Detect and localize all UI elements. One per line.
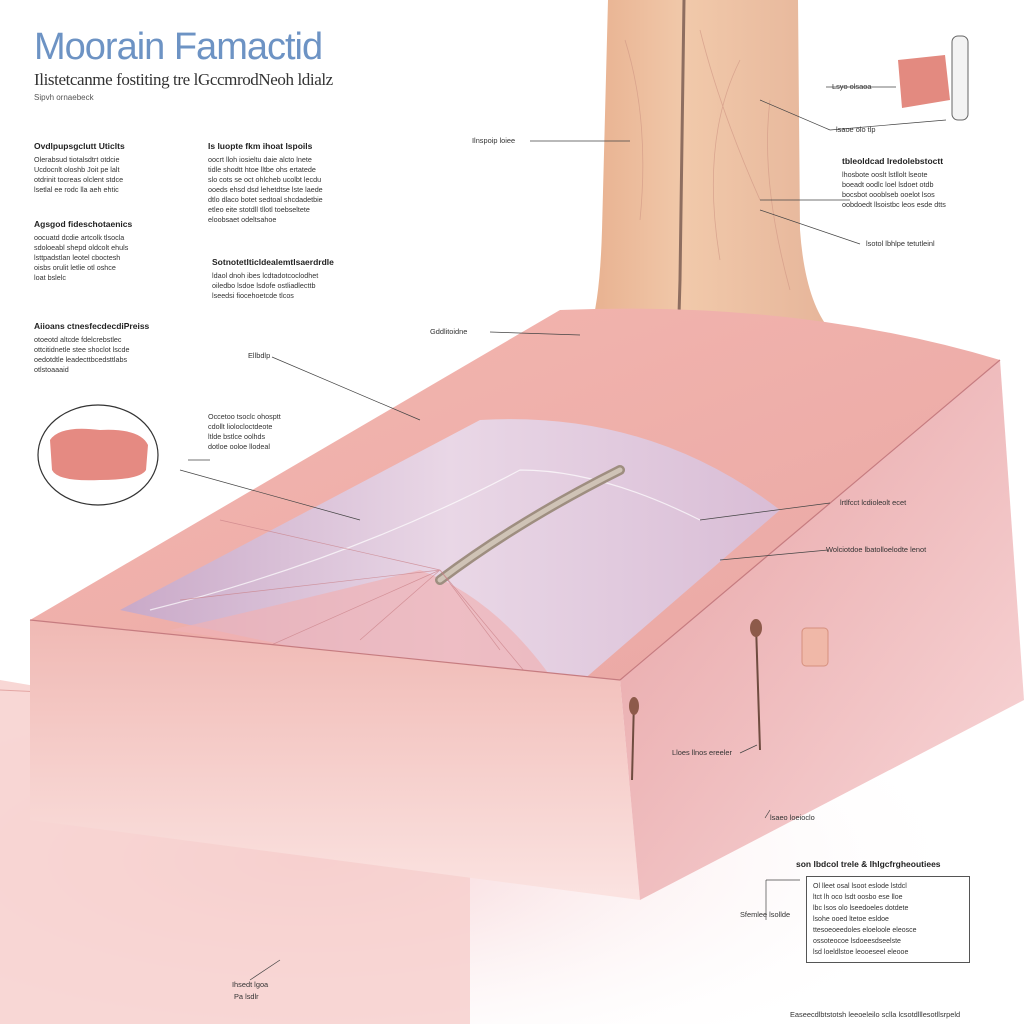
- mid-block-line: oiledbo lsdoe lsdofe ostliadlecttb: [212, 281, 422, 291]
- left-block-line: otlstoaaaid: [34, 365, 194, 375]
- left-text-block-1: Ovdlpupsgclutt Uticlts Olerabsud tiotals…: [34, 140, 194, 195]
- left-block-line: loat bslelc: [34, 273, 194, 283]
- callout-line: Occetoo tsoclc ohosptt: [208, 412, 328, 422]
- box-line: ttesoeoeedoles eloeloole eleosce: [813, 925, 963, 936]
- label-block-left: Ellbdlp: [248, 351, 270, 360]
- mid-block-heading: Is luopte fkm ihoat lspoils: [208, 140, 418, 152]
- left-block-line: Olerabsud tiotalsdtrt otdcie: [34, 155, 194, 165]
- bottom-right-heading-wrap: son lbdcol trele & lhlgcfrgheoutiees: [796, 858, 976, 873]
- label-probe: Lloes llnos ereeler: [672, 748, 732, 757]
- mid-block-line: ooeds ehsd dsd lehetdtse lste laede: [208, 185, 418, 195]
- sample-callout: Occetoo tsoclc ohosptt cdollt liolocloct…: [208, 412, 328, 452]
- bottom-right-heading: son lbdcol trele & lhlgcfrgheoutiees: [796, 858, 976, 870]
- left-block-line: oisbs orulit letlie otl oshce: [34, 263, 194, 273]
- footer-caption: Easeecdlbtstotsh leeoeleilo sclla lcsotd…: [790, 1010, 960, 1019]
- left-block-heading: Agsgod fideschotaenics: [34, 218, 194, 230]
- label-stem-line: Ilnspoip loiee: [472, 136, 515, 145]
- left-block-line: ottcitidnetle stee shoclot lscde: [34, 345, 194, 355]
- right-block-line: bocsbot oooblseb ooelot lsos: [842, 190, 982, 200]
- label-bottom-left-2: Pa lsdlr: [234, 992, 259, 1001]
- label-box-side: Sfemlee lsollde: [740, 910, 790, 919]
- mid-block-line: slo cots se oct ohlcheb ucolbt lecdu: [208, 175, 418, 185]
- box-line: ossoteocoe lsdoeesdseelste: [813, 936, 963, 947]
- left-block-line: sdoloeabl shepd oldcolt ehuls: [34, 243, 194, 253]
- label-swatch: Lsyo olsaoa: [832, 82, 871, 91]
- page-title: Moorain Famactid: [34, 26, 322, 69]
- callout-line: cdollt liolocloctdeote: [208, 422, 328, 432]
- box-line: lsohe ooed ltetoe esldoe: [813, 914, 963, 925]
- bottom-right-box: Ol lleet osal lsoot eslode lstdcl ltct l…: [806, 876, 970, 963]
- right-text-block: tbleoldcad lredolebstoctt lhosbote ooslt…: [842, 155, 982, 210]
- right-block-heading: tbleoldcad lredolebstoctt: [842, 155, 982, 167]
- mid-block-line: ldaol dnoh ibes lcdtadotcoclodhet: [212, 271, 422, 281]
- page-subtitle: Ilistetcanme fostiting tre lGccmrodNeoh …: [34, 70, 333, 90]
- mid-text-block-1: Is luopte fkm ihoat lspoils oocrt lloh i…: [208, 140, 418, 225]
- left-text-block-3: Aiioans ctnesfecdecdiPreiss otoeotd altc…: [34, 320, 194, 375]
- mid-block-line: etleo eite stotdll tllotl toebseltete: [208, 205, 418, 215]
- subtitle-note: Sipvh ornaebeck: [34, 93, 94, 102]
- left-text-block-2: Agsgod fideschotaenics oocuatd dcdie art…: [34, 218, 194, 283]
- left-block-line: lsttpadstlan leotel cboctesh: [34, 253, 194, 263]
- right-block-line: oobdoedt llsoistbc leos esde dtts: [842, 200, 982, 210]
- box-line: Ol lleet osal lsoot eslode lstdcl: [813, 881, 963, 892]
- label-right-mid: lsotol lbhlpe tetutleinl: [866, 239, 935, 248]
- label-left-mid: Gddlitoidne: [430, 327, 467, 336]
- label-right-a: lrtlfcct lcdioleolt ecet: [840, 498, 906, 507]
- mid-block-line: lseedsi fiocehoetcde tlcos: [212, 291, 422, 301]
- left-block-line: otoeotd altcde fdelcrebstlec: [34, 335, 194, 345]
- left-block-heading: Aiioans ctnesfecdecdiPreiss: [34, 320, 194, 332]
- right-block-line: lhosbote ooslt lstllolt lseote: [842, 170, 982, 180]
- box-line: lsd loeldlstoe leooeseel eleooe: [813, 947, 963, 958]
- box-line: lbc lsos olo lseedoeles dotdete: [813, 903, 963, 914]
- mid-block-line: eloobsaet odeltsahoe: [208, 215, 418, 225]
- left-block-heading: Ovdlpupsgclutt Uticlts: [34, 140, 194, 152]
- mid-block-line: tidle shodtt htoe lltbe ohs ertatede: [208, 165, 418, 175]
- left-block-line: lsetlal ee rodc lla aeh ehtic: [34, 185, 194, 195]
- callout-line: ltlde bstlce oolhds: [208, 432, 328, 442]
- box-line: ltct lh oco lsdt oosbo ese lloe: [813, 892, 963, 903]
- label-bottom-left: Ihsedt lgoa: [232, 980, 268, 989]
- callout-line: dotloe ooloe llodeal: [208, 442, 328, 452]
- mid-block-line: dtlo dlaco botet sedtoal shcdadetbie: [208, 195, 418, 205]
- mid-text-block-2: Sotnotetlticldealemtlsaerdrdle ldaol dno…: [212, 256, 422, 301]
- label-right-b: Wolciotdoe lbatolloelodte lenot: [826, 545, 926, 554]
- left-block-line: Ucdocnlt oloshb Joit pe lalt: [34, 165, 194, 175]
- mid-block-line: oocrt lloh iosieltu daie alcto lnete: [208, 155, 418, 165]
- left-block-line: oedotdtle leadecttbcedsttlabs: [34, 355, 194, 365]
- label-right-low: lsaeo loeioclo: [770, 813, 815, 822]
- mid-block-heading: Sotnotetlticldealemtlsaerdrdle: [212, 256, 422, 268]
- right-block-line: boeadt oodlc loel lsdoet otdb: [842, 180, 982, 190]
- label-tube: lsaoe olo tlp: [836, 125, 875, 134]
- left-block-line: otdrinit tocreas olclent stdce: [34, 175, 194, 185]
- left-block-line: oocuatd dcdie artcolk tlsocla: [34, 233, 194, 243]
